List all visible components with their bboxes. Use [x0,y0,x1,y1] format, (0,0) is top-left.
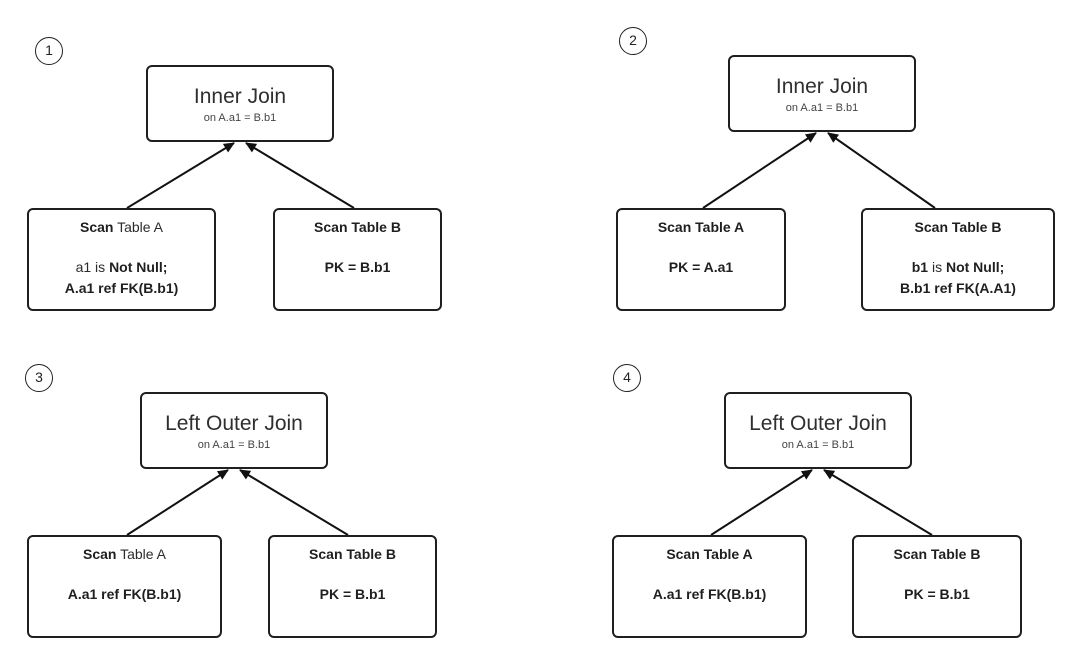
join-title: Left Outer Join [749,412,887,435]
diagram-number-1: 1 [35,37,63,65]
join-condition: on A.a1 = B.b1 [197,439,271,451]
scan-predicates: A.a1 ref FK(B.b1) [652,586,767,602]
scan-title: Scan Table B [893,546,981,562]
edge-scan-a-to-join-4 [710,469,813,536]
join-condition: on A.a1 = B.b1 [785,102,859,114]
edge-scan-a-to-join-2 [702,132,817,209]
join-condition: on A.a1 = B.b1 [203,112,277,124]
join-node-4: Left Outer Join on A.a1 = B.b1 [724,392,912,469]
scan-node-b-2: Scan Table B b1 is Not Null;B.b1 ref FK(… [861,208,1055,311]
diagram-number-3: 3 [25,364,53,392]
scan-predicates: PK = B.b1 [324,259,391,275]
scan-title: Scan Table A [657,219,745,235]
join-node-2: Inner Join on A.a1 = B.b1 [728,55,916,132]
edge-scan-b-to-join-2 [827,132,936,209]
join-condition: on A.a1 = B.b1 [781,439,855,451]
scan-node-a-2: Scan Table A PK = A.a1 [616,208,786,311]
scan-node-a-3: Scan Table A A.a1 ref FK(B.b1) [27,535,222,638]
scan-predicates: PK = B.b1 [904,586,970,602]
scan-node-b-3: Scan Table B PK = B.b1 [268,535,437,638]
scan-title: Scan Table A [82,546,167,562]
scan-node-a-1: Scan Table A a1 is Not Null;A.a1 ref FK(… [27,208,216,311]
scan-predicates: A.a1 ref FK(B.b1) [67,586,182,602]
edge-scan-b-to-join-4 [823,469,933,536]
scan-node-b-4: Scan Table B PK = B.b1 [852,535,1022,638]
edge-scan-b-to-join-3 [239,469,349,536]
scan-predicates: PK = A.a1 [668,259,734,275]
join-node-3: Left Outer Join on A.a1 = B.b1 [140,392,328,469]
edge-scan-a-to-join-1 [126,142,235,209]
edge-scan-a-to-join-3 [126,469,229,536]
join-node-1: Inner Join on A.a1 = B.b1 [146,65,334,142]
scan-title: Scan Table B [309,546,396,562]
diagram-number-2: 2 [619,27,647,55]
scan-predicates: b1 is Not Null;B.b1 ref FK(A.A1) [900,259,1016,296]
join-title: Inner Join [775,75,869,98]
scan-title: Scan Table B [314,219,401,235]
scan-node-b-1: Scan Table B PK = B.b1 [273,208,442,311]
scan-title: Scan Table A [79,219,164,235]
edge-scan-b-to-join-1 [245,142,355,209]
scan-node-a-4: Scan Table A A.a1 ref FK(B.b1) [612,535,807,638]
scan-title: Scan Table B [914,219,1002,235]
scan-title: Scan Table A [666,546,753,562]
diagram-number-4: 4 [613,364,641,392]
join-title: Inner Join [193,85,287,108]
join-title: Left Outer Join [165,412,303,435]
scan-predicates: PK = B.b1 [319,586,386,602]
scan-predicates: a1 is Not Null;A.a1 ref FK(B.b1) [64,259,179,296]
